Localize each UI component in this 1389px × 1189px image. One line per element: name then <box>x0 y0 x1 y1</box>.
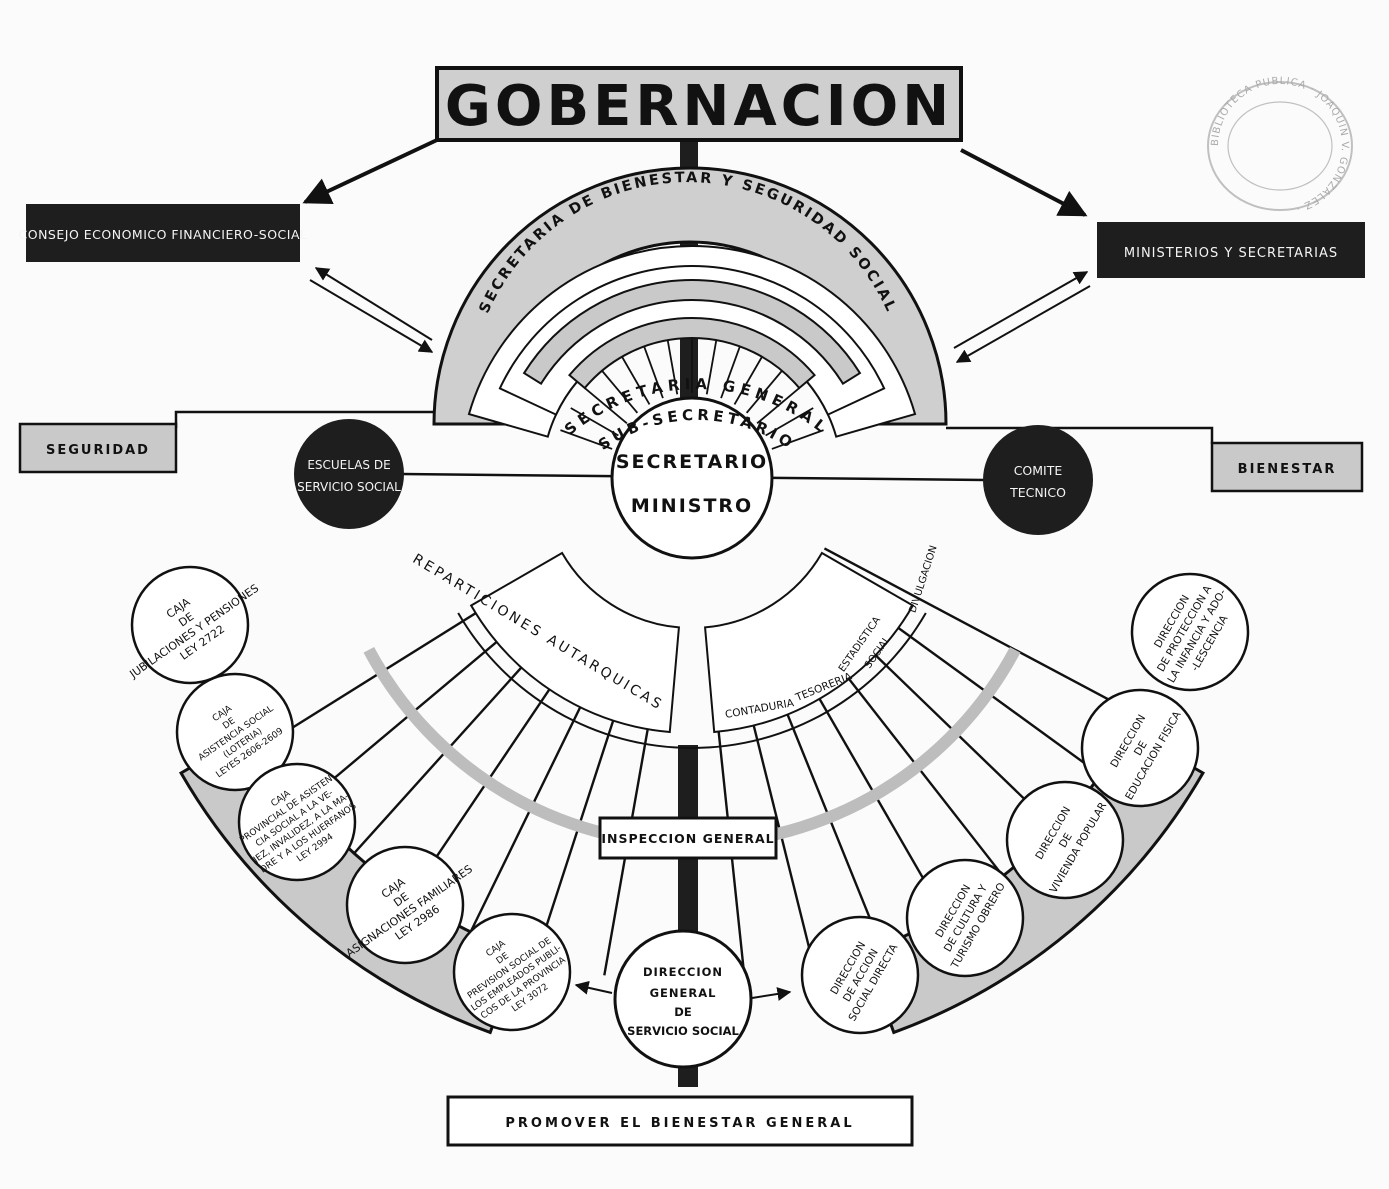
ministerios-label: MINISTERIOS Y SECRETARIAS <box>1124 246 1338 261</box>
arrow-consejo-in <box>309 279 434 353</box>
inner-spoke <box>705 339 718 395</box>
inner-spoke <box>756 387 800 425</box>
inner-spoke <box>621 356 651 405</box>
inner-spoke <box>720 346 741 399</box>
line-to-seguridad <box>174 410 434 428</box>
direccion-general-line-2: GENERAL <box>650 986 717 1000</box>
arrow-consejo-out <box>314 267 433 341</box>
ministro-circle: SECRETARIO MINISTRO <box>610 396 774 560</box>
inner-spoke <box>601 370 639 414</box>
line-to-bienestar <box>946 426 1214 444</box>
direccion-general-line-4: SERVICIO SOCIAL <box>627 1024 739 1038</box>
direccion-general-line-1: DIRECCION <box>643 965 723 979</box>
bienestar-box: BIENESTAR <box>1210 441 1364 493</box>
direccion-circle-shape <box>800 915 920 1035</box>
caja-circle-shape <box>130 565 250 685</box>
seguridad-box: SEGURIDAD <box>18 422 178 474</box>
comite-circle: COMITE TECNICO <box>983 425 1093 535</box>
inner-spoke <box>733 356 763 405</box>
arrow-to-ministerios <box>960 148 1088 217</box>
escuelas-circle: ESCUELAS DE SERVICIO SOCIAL <box>294 419 404 529</box>
direccion-general-line-3: DE <box>674 1005 692 1019</box>
divulgacion-label: DIVULGACION <box>908 544 940 614</box>
ministro-line-1: SECRETARIO <box>616 451 768 473</box>
inner-spoke <box>745 370 783 414</box>
gobernacion-title: GOBERNACION <box>445 74 953 139</box>
seguridad-label: SEGURIDAD <box>46 443 150 458</box>
arrow-to-consejo <box>302 138 438 204</box>
caja-circle-shape <box>237 762 357 882</box>
bottom-banner-label: PROMOVER EL BIENESTAR GENERAL <box>505 1116 854 1131</box>
inner-spoke <box>560 429 613 450</box>
direccion-circle-shape <box>1080 688 1200 808</box>
direccion-circle-shape <box>1005 780 1125 900</box>
inspeccion-arc <box>363 647 1021 850</box>
arrow-to-left-band <box>574 980 613 995</box>
bottom-banner: PROMOVER EL BIENESTAR GENERAL <box>446 1095 914 1147</box>
consejo-label: CONSEJO ECONOMICO FINANCIERO-SOCIAL <box>19 227 308 242</box>
arrow-ministerios-in <box>955 285 1091 363</box>
inner-spoke <box>666 339 679 395</box>
library-stamp: BIBLIOTECA PUBLICA · JOAQUIN V. GONZALEZ… <box>1207 76 1353 214</box>
caja-circle-shape <box>175 672 295 792</box>
direccion-circle-shape <box>905 858 1025 978</box>
direccion-general-circle: DIRECCION GENERAL DE SERVICIO SOCIAL <box>613 929 753 1069</box>
arrow-ministerios-out <box>953 271 1089 349</box>
contaduria-box <box>703 551 915 734</box>
inner-spoke <box>570 407 619 437</box>
bienestar-label: BIENESTAR <box>1238 462 1337 477</box>
consejo-box: CONSEJO ECONOMICO FINANCIERO-SOCIAL <box>19 204 308 262</box>
ministerios-box: MINISTERIOS Y SECRETARIAS <box>1097 222 1365 278</box>
fan-spoke <box>823 547 1139 717</box>
inspeccion-label: INSPECCION GENERAL <box>601 831 774 846</box>
inner-spoke <box>643 346 664 399</box>
inner-spoke <box>765 407 814 437</box>
ministro-line-2: MINISTRO <box>631 495 753 517</box>
escuelas-line-1: ESCUELAS DE <box>307 458 390 472</box>
gobernacion-box: GOBERNACION <box>435 66 963 142</box>
inner-spoke <box>584 387 628 425</box>
direccion-circle-shape <box>1130 572 1250 692</box>
secgen-ring <box>522 279 862 386</box>
caja-circle-shape <box>452 912 572 1032</box>
comite-line-1: COMITE <box>1014 463 1063 478</box>
arrow-to-right-band <box>751 987 792 1001</box>
caja-circle-shape <box>345 845 465 965</box>
reparticiones-box <box>469 551 681 734</box>
subsec-ring <box>568 317 816 390</box>
comite-line-2: TECNICO <box>1009 485 1066 500</box>
inner-spoke <box>771 429 824 450</box>
escuelas-line-2: SERVICIO SOCIAL <box>297 480 401 494</box>
inspeccion-box: INSPECCION GENERAL <box>598 816 778 860</box>
